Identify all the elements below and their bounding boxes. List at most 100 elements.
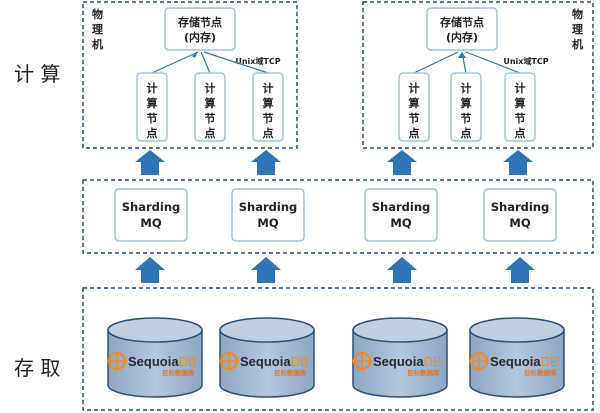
m2-cn3-c1: 计 — [515, 81, 526, 95]
m2-cn2-c1: 计 — [461, 81, 472, 95]
mq-layer-boundary — [82, 179, 594, 254]
m1-cn2-c1: 计 — [205, 81, 216, 95]
m1-cn2-c4: 点 — [205, 126, 216, 140]
machine-2-link-3 — [465, 51, 521, 74]
cylinder-body — [469, 329, 565, 398]
mq-node-4-line2: MQ — [509, 216, 530, 230]
mq-node-2-line1: Sharding — [239, 200, 298, 214]
machine-2-storage-node — [426, 7, 498, 51]
m2-cn1-c4: 点 — [409, 126, 420, 140]
cylinder-top — [352, 317, 448, 343]
brand-main: Sequoia — [490, 354, 541, 369]
compute-layer-label: 计 算 — [14, 62, 60, 86]
m1-cn2-c2: 算 — [204, 96, 216, 110]
database-subtitle: 巨杉数据库 — [162, 368, 195, 377]
machine-1-compute-node-2: 计 算 节 点 — [194, 72, 226, 142]
cylinder-body — [352, 329, 448, 398]
m1-cn3-c2: 算 — [262, 96, 274, 110]
sequoia-logo-icon — [219, 351, 239, 371]
physical-machine-1: 物 理 机 存储节点 (内存) Unix域TCP 计 算 节 点 计 算 节 点… — [82, 1, 298, 149]
machine-1-label-1: 物 — [92, 7, 103, 21]
brand-accent: DB — [424, 354, 442, 369]
cylinder-top — [469, 317, 565, 343]
m2-cn2-c4: 点 — [461, 126, 472, 140]
m2-cn2-c2: 算 — [460, 96, 472, 110]
machine-2-storage-node-title: 存储节点 — [440, 15, 484, 29]
mq-node-3: Sharding MQ — [364, 188, 438, 242]
up-arrow-icon — [135, 150, 165, 175]
machine-2-label-2: 理 — [572, 23, 583, 36]
mq-node-3-line2: MQ — [390, 216, 411, 230]
machine-2-boundary — [362, 1, 594, 149]
machine-2-link-label: Unix域TCP — [503, 56, 548, 66]
m1-cn3-c3: 节 — [263, 111, 274, 125]
machine-1-storage-node-title: 存储节点 — [178, 15, 222, 29]
m2-cn2-c3: 节 — [461, 111, 472, 125]
m2-cn3-c3: 节 — [515, 111, 526, 125]
machine-1-link-arrowhead — [192, 52, 198, 58]
mq-node-2-line2: MQ — [257, 216, 278, 230]
brand-accent: DB — [541, 354, 559, 369]
storage-layer-label: 存 取 — [14, 356, 60, 380]
machine-1-label-2: 理 — [92, 23, 103, 36]
database-subtitle: 巨杉数据库 — [524, 368, 557, 377]
brand-accent: DB — [179, 354, 197, 369]
machine-1-link-2 — [200, 51, 211, 74]
mq-node-4-line1: Sharding — [491, 200, 550, 214]
mq-node-1: Sharding MQ — [114, 188, 188, 242]
m1-cn1-c4: 点 — [147, 126, 158, 140]
m2-cn1-c1: 计 — [409, 81, 420, 95]
machine-1-compute-node-1: 计 算 节 点 — [136, 72, 168, 142]
cylinder-top — [107, 317, 203, 343]
machine-1-storage-node-subtitle: (内存) — [184, 30, 216, 44]
up-arrow-icon — [503, 150, 533, 175]
brand-accent: DB — [291, 354, 309, 369]
machine-1-label-3: 机 — [92, 37, 103, 51]
brand-main: Sequoia — [128, 354, 179, 369]
m1-cn1-c3: 节 — [147, 111, 158, 125]
up-arrow-icon — [135, 257, 165, 283]
up-arrow-icon — [251, 150, 281, 175]
machine-1-link-3 — [203, 51, 269, 74]
m1-cn3-c1: 计 — [263, 81, 274, 95]
machine-2-label-1: 物 — [572, 7, 583, 21]
cylinder-body — [107, 329, 203, 398]
database-brand-label: SequoiaDB — [128, 354, 197, 369]
database-brand-label: SequoiaDB — [240, 354, 309, 369]
m1-cn1-c1: 计 — [147, 81, 158, 95]
m1-cn1-c2: 算 — [146, 96, 158, 110]
machine-2-compute-node-2: 计 算 节 点 — [450, 72, 482, 142]
mq-node-1-line1: Sharding — [122, 200, 181, 214]
mq-node-1-line2: MQ — [140, 216, 161, 230]
machine-1-compute-node-3: 计 算 节 点 — [252, 72, 284, 142]
machine-1-boundary — [82, 1, 298, 149]
database-subtitle: 巨杉数据库 — [274, 368, 307, 377]
up-arrow-icon — [387, 257, 417, 283]
machine-1-link-label: Unix域TCP — [235, 56, 280, 66]
database-group: SequoiaDB巨杉数据库SequoiaDB巨杉数据库SequoiaDB巨杉数… — [107, 317, 565, 398]
lower-arrows — [135, 257, 535, 283]
cylinder-body — [219, 329, 315, 398]
mq-node-2: Sharding MQ — [231, 188, 305, 242]
m2-cn1-c2: 算 — [408, 96, 420, 110]
database-brand-label: SequoiaDB — [490, 354, 559, 369]
brand-main: Sequoia — [373, 354, 424, 369]
mq-node-3-line1: Sharding — [372, 200, 431, 214]
machine-2-label-3: 机 — [572, 37, 583, 51]
m2-cn3-c4: 点 — [515, 126, 526, 140]
machine-2-link-1 — [413, 51, 459, 74]
sequoia-logo-icon — [469, 351, 489, 371]
machine-1-storage-node — [164, 7, 236, 51]
sequoia-logo-icon — [352, 351, 372, 371]
up-arrow-icon — [387, 150, 417, 175]
machine-2-compute-node-1: 计 算 节 点 — [398, 72, 430, 142]
upper-arrows — [135, 150, 533, 175]
up-arrow-icon — [251, 257, 281, 283]
m1-cn3-c4: 点 — [263, 126, 274, 140]
